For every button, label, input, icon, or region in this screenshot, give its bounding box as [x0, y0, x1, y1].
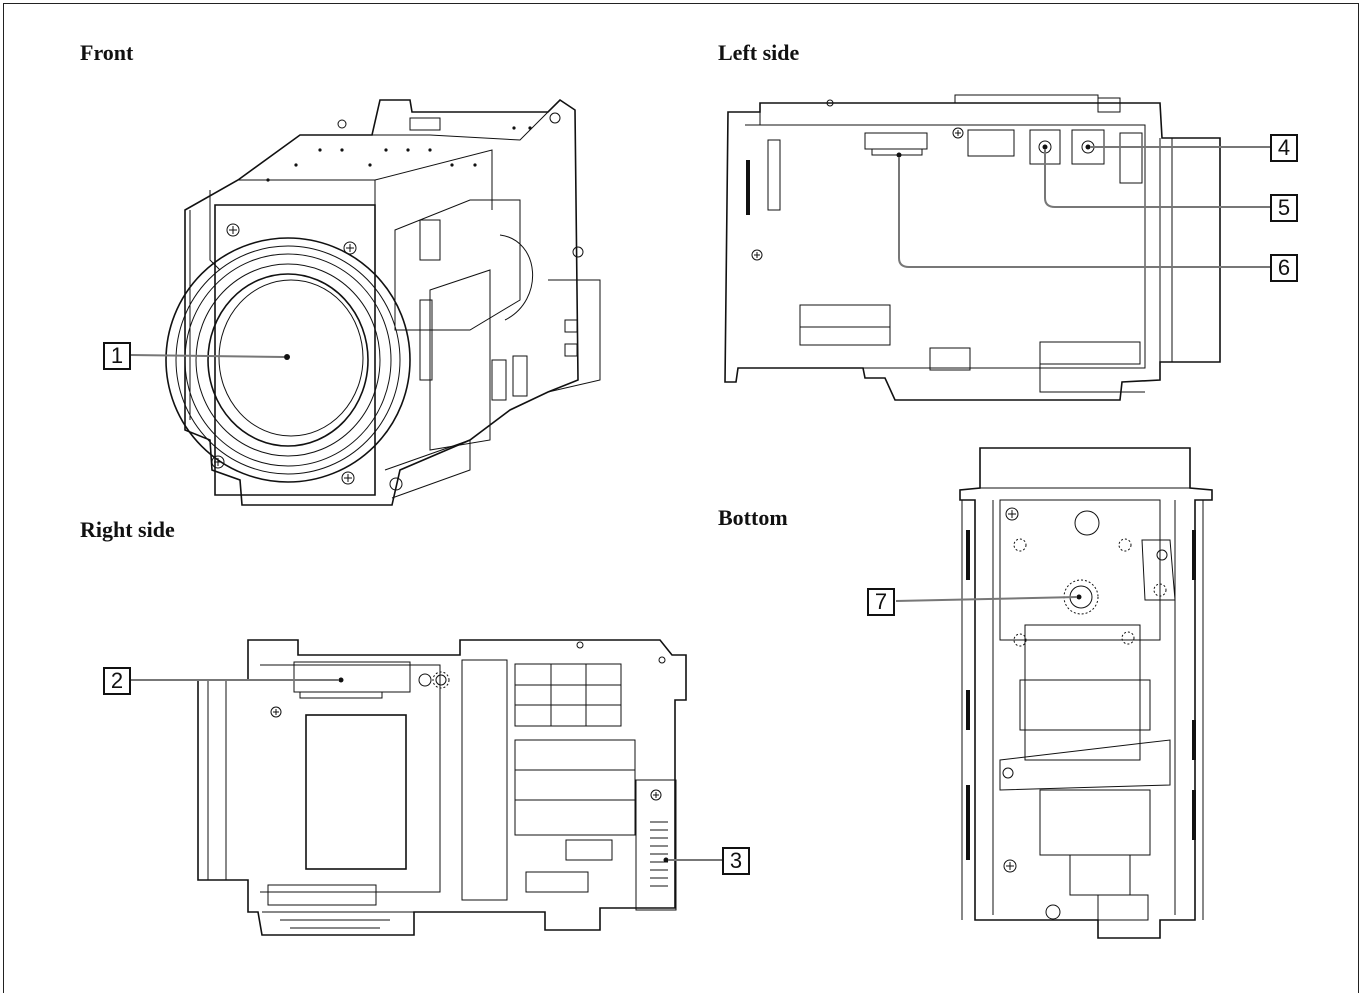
right-side-view-title: Right side [80, 517, 175, 542]
figure-frame [3, 3, 1359, 993]
callout-2: 2 [103, 667, 131, 695]
front-view-drawing [130, 98, 601, 506]
callout-6: 6 [1270, 254, 1298, 282]
callout-3: 3 [722, 847, 750, 875]
right-side-view-drawing [131, 639, 722, 936]
bottom-view-title: Bottom [718, 505, 788, 530]
left-side-view-drawing [724, 94, 1270, 401]
callout-4: 4 [1270, 134, 1298, 162]
front-view-title: Front [80, 40, 134, 65]
callout-7: 7 [867, 588, 895, 616]
bottom-view-drawing [895, 447, 1213, 939]
callout-5: 5 [1270, 194, 1298, 222]
left-side-view-title: Left side [718, 40, 800, 65]
callout-1: 1 [103, 342, 131, 370]
